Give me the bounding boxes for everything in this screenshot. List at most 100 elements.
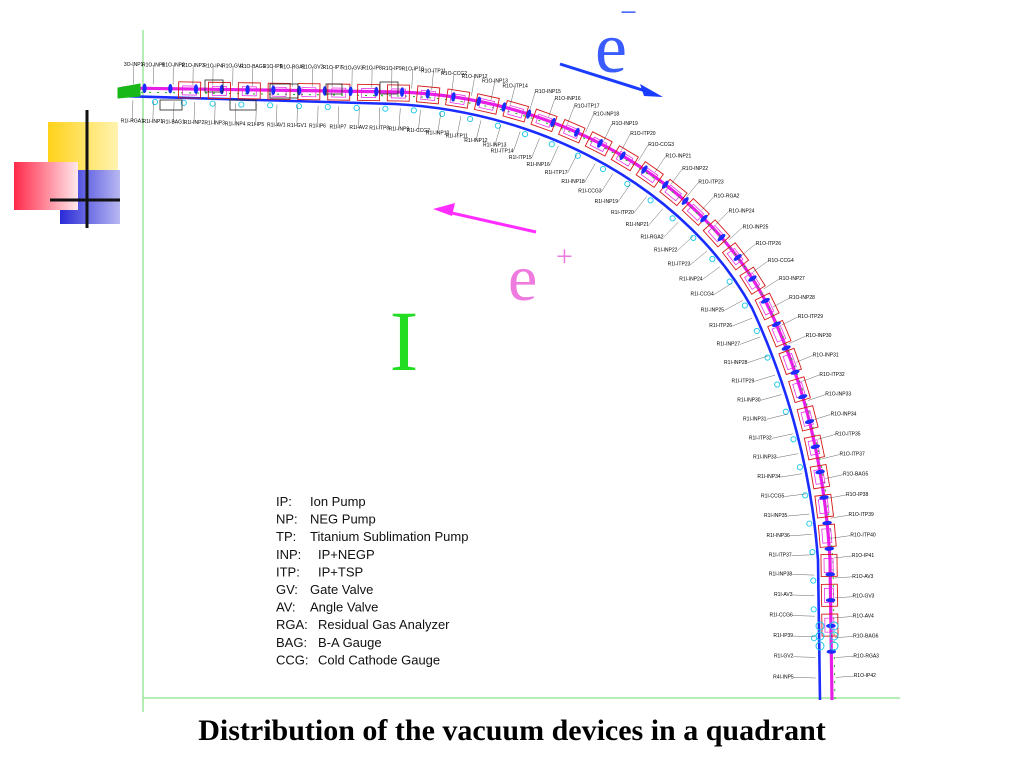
pump-marker [168,83,173,94]
label-leader [787,513,810,517]
legend-row: ITP:IP+TSP [276,564,363,579]
label-leader [214,102,216,124]
device-label: R1I-INP13 [483,143,507,149]
label-leader [670,168,683,185]
device-label: R1O-INP25 [743,224,769,230]
pump-marker [399,87,405,97]
pump-marker [550,117,556,128]
gauge-marker [238,101,245,108]
magnet-section [386,84,410,102]
device-label: R1I-CCG5 [761,494,785,500]
label-leader [754,374,776,382]
magnet-section [445,88,471,109]
device-housing [229,99,257,111]
gauge-marker [764,354,771,361]
label-leader [358,106,360,128]
legend-meaning: NEG Pump [310,512,376,527]
device-label: R4I-INP5 [773,674,794,680]
label-leader [437,112,442,134]
pump-marker [526,109,532,119]
pump-marker [700,214,708,223]
positron-symbol: e [508,242,537,315]
device-label: R1I-INP34 [757,474,781,480]
pump-marker [245,85,250,95]
device-label: R1O-INP19 [612,121,638,127]
legend-abbreviation: CCG: [276,652,309,667]
flange-marker [815,641,825,651]
device-label: R1I-INP12 [464,138,488,144]
device-label: R1O-RGA2 [714,194,740,200]
decorative-blocks [14,110,120,228]
device-label: R1I-AV1 [267,123,286,129]
magnet-section [207,81,231,100]
electron-direction-arrow [559,62,656,96]
legend-abbreviation: ITP: [276,564,300,579]
legend-row: INP:IP+NEGP [276,547,375,562]
legend-abbreviation: INP: [276,547,301,562]
gauge-marker [324,103,331,111]
gauge-marker [353,104,360,111]
label-leader [654,156,666,173]
label-leader [834,576,853,579]
label-leader [760,394,782,401]
device-label: R1I-ITP17 [545,170,568,176]
device-label: R1I-ITP8 [369,126,389,132]
legend-row: IP:Ion Pump [276,494,366,509]
device-label: R1O-INP12 [462,74,488,80]
device-label: R1O-ITP29 [798,314,824,320]
label-leader [791,554,814,556]
device-label: R1I-BAG1 [162,120,185,126]
pump-marker [825,572,835,577]
gauge-marker [647,197,654,204]
label-leader [835,636,854,638]
device-label: R1O-INP3 [182,63,205,69]
legend-meaning: Cold Cathode Gauge [318,652,440,667]
label-leader [772,298,790,308]
legend-abbreviation: RGA: [276,617,308,632]
label-leader [584,163,596,183]
legend-meaning: B-A Gauge [318,635,382,650]
label-leader [771,433,794,439]
device-label: R1O-ITP23 [698,179,724,185]
device-label: R1O-INP27 [779,276,805,282]
device-label: R1O-CCG4 [768,258,794,264]
magnet-section [721,242,750,271]
gauge-marker [574,152,581,159]
label-leader [567,106,575,124]
label-leader [835,656,854,658]
label-leader [776,453,798,458]
device-label: R1O-AV4 [853,614,874,620]
gauge-marker [709,255,716,263]
device-label: R1O-GV3 [341,65,363,71]
device-label: R1O-GV1 [222,64,244,70]
legend-row: TP:Titanium Sublimation Pump [276,529,468,544]
label-leader [601,173,614,192]
pump-marker [193,84,199,94]
gauge-marker [690,234,697,241]
electron-arrowhead [640,84,663,97]
device-label: R1O-CCG2 [441,71,467,77]
device-label: R1I-INP3 [204,121,225,127]
pump-marker [425,89,430,99]
gauge-marker [624,180,631,187]
legend-meaning: Angle Valve [310,600,378,615]
gauge-marker [726,278,733,285]
label-leader [830,515,849,519]
label-leader [802,374,820,382]
device-label: R1O-IP5 [263,64,283,70]
label-leader [621,133,631,151]
device-label: R1I-INP24 [679,276,703,282]
device-label: R1O-INP31 [813,352,839,358]
label-leader [713,283,732,295]
device-label: R1I-ITP26 [709,323,732,329]
quadrant-label: I [390,293,419,389]
device-label: R1O-ITP35 [835,431,861,437]
device-label: R1I-INP27 [717,341,741,347]
device-label: R1I-INP16 [526,162,550,168]
label-leader [724,300,743,311]
electron-beam-marker: e − [559,0,663,97]
magnet-section [809,463,831,490]
device-label: R1O-INP34 [831,412,857,418]
